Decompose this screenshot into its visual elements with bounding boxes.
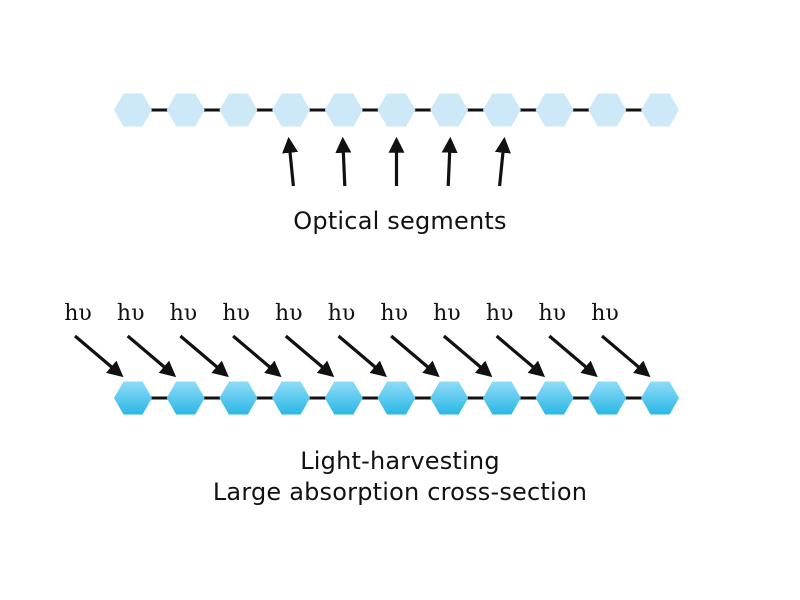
harvesting-hexagon-unit — [482, 381, 521, 415]
photon-arrow — [548, 334, 598, 378]
optical-segments-chain — [114, 93, 679, 127]
photon-label: hυ — [170, 301, 198, 326]
optical-hexagon-unit — [535, 93, 574, 127]
photon-label: hυ — [433, 301, 461, 326]
optical-hexagon-unit — [324, 93, 363, 127]
photon-label: hυ — [380, 301, 408, 326]
harvesting-hexagon-unit — [641, 381, 679, 415]
photon-label: hυ — [275, 301, 303, 326]
optical-hexagon-unit — [272, 93, 311, 127]
photon-arrow — [390, 334, 440, 378]
optical-hexagon-unit — [588, 93, 627, 127]
optical-hexagon-unit — [114, 93, 152, 127]
harvesting-hexagon-unit — [324, 381, 363, 415]
light-harvesting-caption: Light-harvesting — [300, 447, 500, 475]
light-harvesting-chain — [114, 381, 679, 415]
excitation-arrow — [494, 136, 511, 187]
excitation-arrow — [441, 136, 458, 187]
optical-hexagon-unit — [430, 93, 469, 127]
optical-hexagon-unit — [641, 93, 679, 127]
excitation-arrow — [282, 136, 299, 187]
optical-hexagon-unit — [219, 93, 258, 127]
photon-label: hυ — [328, 301, 356, 326]
photon-arrow — [337, 334, 387, 378]
photon-label: hυ — [486, 301, 514, 326]
harvesting-hexagon-unit — [588, 381, 627, 415]
harvesting-hexagon-unit — [272, 381, 311, 415]
photon-label: hυ — [64, 301, 92, 326]
photon-arrow — [600, 334, 651, 378]
optical-hexagon-unit — [166, 93, 205, 127]
photon-arrow — [284, 334, 335, 378]
harvesting-hexagon-unit — [166, 381, 205, 415]
optical-hexagon-unit — [377, 93, 416, 127]
absorption-cross-section-caption: Large absorption cross-section — [212, 478, 588, 506]
photon-arrow — [232, 334, 282, 378]
excitation-arrow — [335, 136, 352, 187]
optical-segment-arrows — [282, 136, 511, 187]
harvesting-hexagon-unit — [377, 381, 416, 415]
harvesting-hexagon-unit — [219, 381, 258, 415]
photon-arrow — [442, 334, 493, 378]
photon-arrow — [126, 334, 177, 378]
photon-arrow — [73, 334, 124, 378]
photon-label: hυ — [539, 301, 567, 326]
photon-arrow — [179, 334, 229, 378]
harvesting-hexagon-unit — [114, 381, 152, 415]
photon-label: hυ — [591, 301, 619, 326]
optical-segments-caption: Optical segments — [293, 207, 507, 235]
optical-hexagon-unit — [482, 93, 521, 127]
harvesting-hexagon-unit — [535, 381, 574, 415]
photon-arrow — [495, 334, 546, 378]
photon-label: hυ — [117, 301, 145, 326]
photon-label: hυ — [222, 301, 250, 326]
harvesting-hexagon-unit — [430, 381, 469, 415]
